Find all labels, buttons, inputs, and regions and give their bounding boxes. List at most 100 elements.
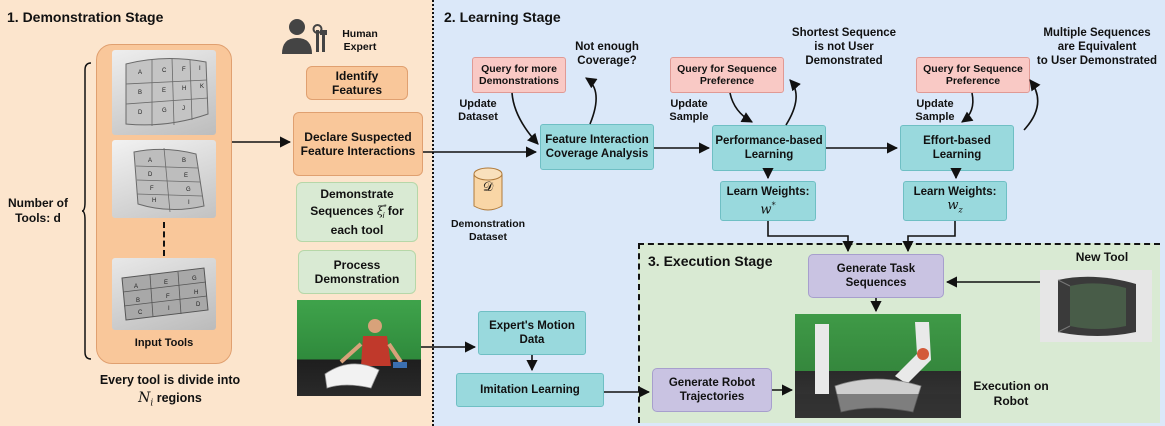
region-letter: C [138,310,143,316]
region-letter: A [138,70,142,76]
region-letter: H [182,86,186,92]
tool-shape-1: A C F I B E H K D G J [125,57,209,126]
declare-interactions-box: Declare Suspected Feature Interactions [293,112,423,176]
tool-image-3: A E G B F H C I D [112,258,216,330]
learn-weights-box-2: Learn Weights: wz [903,181,1007,221]
query-sequence-preference-box-2[interactable]: Query for Sequence Preference [916,57,1030,93]
xi-superscript: * [383,202,387,212]
xi-subscript: i [382,211,385,221]
dataset-symbol: 𝒟 [482,180,494,195]
human-expert-icon [280,16,330,56]
update-dataset-label: Update Dataset [458,98,498,123]
arrow-query-to-coverage [511,92,539,145]
divide-text-line1: Every tool is divide into [99,373,241,387]
region-letter: K [200,84,204,90]
learn-weights-label-2: Learn Weights: [913,185,997,198]
new-tool-label: New Tool [1075,250,1129,264]
tool-image-2: A B D E F G H I [112,140,216,218]
arrow-performance-to-query1 [785,79,801,126]
region-letter: C [162,68,167,74]
region-letter: I [168,306,170,312]
update-sample-label-1: Update Sample [669,98,709,123]
region-letter: J [182,106,185,112]
region-letter: D [138,110,143,116]
demonstration-dataset-label: Demonstration Dataset [450,218,526,243]
divide-regions-text: Every tool is divide into Ni regions [70,371,270,413]
coverage-analysis-box: Feature Interaction Coverage Analysis [540,124,654,170]
demonstrate-line3: each tool [330,223,384,238]
region-letter: H [152,198,156,204]
learn-weights-label-1: Learn Weights: [726,185,810,198]
motion-data-box: Expert's Motion Data [478,311,586,355]
region-letter: A [148,158,152,164]
stage2-title: 2. Learning Stage [444,9,561,25]
region-letter: E [164,280,168,286]
arrow-coverage-to-query [585,77,598,125]
arrow-weights1-to-task [767,221,854,253]
update-sample-label-2: Update Sample [915,98,955,123]
new-tool-photo [1040,270,1152,342]
tool-shape-3: A E G B F H C I D [121,267,209,321]
region-letter: I [188,200,190,206]
input-tools-label: Input Tools [134,337,194,349]
region-letter: B [182,158,186,164]
arrow-effort-to-query2 [1023,79,1041,131]
query-more-demonstrations-box[interactable]: Query for more Demonstrations [472,57,566,93]
demonstrate-line1: Demonstrate [320,186,394,201]
region-letter: G [192,276,197,282]
divide-text-line3: regions [153,391,202,405]
demonstrate-for-text: for [384,203,404,218]
dataset-cylinder-icon [472,166,504,214]
region-letter: E [184,173,188,179]
robot-execution-photo [795,314,961,418]
demonstrate-sequences-text: Sequences [310,203,377,218]
w-star-superscript: * [771,200,776,210]
region-letter: G [186,187,191,193]
query-sequence-preference-box-1[interactable]: Query for Sequence Preference [670,57,784,93]
stage3-title: 3. Execution Stage [648,253,773,269]
arrow-query1-to-performance [729,92,753,123]
w-z-base: w [947,197,959,213]
arrow-query2-to-effort [961,92,974,123]
human-expert-label: Human Expert [342,28,378,53]
learn-weights-box-1: Learn Weights: w* [720,181,816,221]
not-enough-coverage-label: Not enough Coverage? [575,41,639,67]
region-letter: H [194,290,198,296]
stage-divider [432,0,434,426]
region-letter: B [138,90,142,96]
regions-subscript: i [150,398,154,409]
execution-on-robot-label: Execution on Robot [973,379,1049,408]
process-demonstration-box: Process Demonstration [298,250,416,294]
imitation-learning-box: Imitation Learning [456,373,604,407]
region-letter: F [166,294,170,300]
tool-image-1: A C F I B E H K D G J [112,50,216,135]
shortest-sequence-label: Shortest Sequence is not User Demonstrat… [791,27,897,67]
tool-shape-2: A B D E F G H I [133,147,205,213]
regions-symbol: N [138,390,151,406]
region-letter: D [196,302,201,308]
region-letter: G [162,108,167,114]
region-letter: F [182,67,186,73]
region-letter: B [136,298,140,304]
multiple-sequences-label: Multiple Sequences are Equivalent to Use… [1036,27,1158,67]
region-letter: I [199,66,201,72]
region-letter: E [162,88,166,94]
arrow-weights2-to-task [902,221,956,253]
w-star-symbol: w* [760,199,775,217]
demonstration-photo [297,300,421,396]
region-letter: A [134,284,138,290]
region-letter: F [150,186,154,192]
generate-robot-trajectories-box: Generate Robot Trajectories [652,368,772,412]
w-star-base: w [760,202,772,218]
demonstrate-sequences-box: Demonstrate Sequences ξ*i for each tool [296,182,418,242]
generate-task-sequences-box: Generate Task Sequences [808,254,944,298]
number-of-tools-label: Number of Tools: d [8,196,68,225]
xi-symbol: ξ [376,203,384,218]
tools-bracket [81,62,92,360]
w-z-subscript: z [958,205,963,215]
region-letter: D [148,172,153,178]
more-tools-dashes [163,222,165,256]
stage1-title: 1. Demonstration Stage [7,9,164,25]
w-z-symbol: wz [947,197,963,218]
